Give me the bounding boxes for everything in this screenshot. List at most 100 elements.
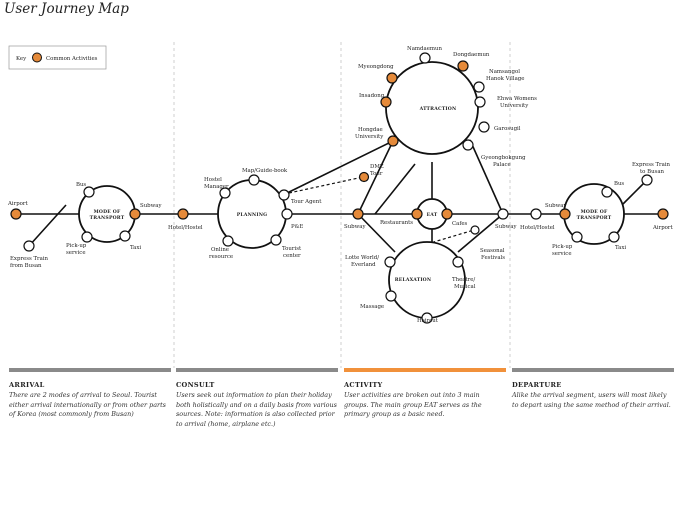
key-swatch-icon [32, 52, 42, 63]
label-hongdae-2: University [355, 134, 384, 140]
hub-eat-title: EAT [427, 212, 438, 218]
label-bus-arrival: Bus [76, 182, 86, 188]
label-express-to-busan-2: to Busan [640, 169, 665, 175]
label-express-from-busan-2: from Busan [10, 263, 42, 269]
node-hotel-arrival [177, 208, 189, 220]
label-taxi-arrival: Taxi [130, 245, 141, 251]
label-subway-activity-2: Subway [495, 224, 517, 230]
section-bar-active [344, 368, 506, 372]
key-box [8, 45, 107, 70]
label-gyeongbok-1: Gyeongbokgung [481, 155, 526, 161]
label-namdaemun: Namdaemun [407, 46, 442, 52]
node-haircut [421, 312, 433, 324]
node-ewha [474, 96, 486, 108]
section-activity: ACTIVITY User activities are broken out … [344, 368, 506, 420]
section-heading: ARRIVAL [9, 381, 45, 389]
node-garosugil [478, 121, 490, 133]
node-bus-arrival [83, 186, 95, 198]
section-bar [176, 368, 338, 372]
express-branch-2 [621, 179, 648, 206]
node-festivals [470, 225, 480, 235]
node-theatre [452, 256, 464, 268]
link-subway-hongdae [357, 140, 394, 215]
node-namsangol [473, 81, 485, 93]
label-hostel-manager-1: Hostel [204, 177, 222, 183]
section-description: Users seek out information to plan their… [176, 391, 337, 428]
section-heading: CONSULT [176, 381, 215, 389]
label-taxi-departure: Taxi [615, 245, 626, 251]
key-entry: Common Activities [46, 56, 98, 62]
label-hostel-manager-2: Manager [204, 184, 229, 190]
label-cafes: Cafes [452, 221, 468, 227]
hub-mode-title-2a: MODE OF [581, 209, 608, 215]
section-description: There are 2 modes of arrival to Seoul. T… [9, 391, 166, 419]
label-tourist-center-2: center [283, 253, 301, 259]
section-description: Alike the arrival segment, users will mo… [512, 391, 671, 409]
node-namdaemun [419, 52, 431, 64]
label-dongdaemun: Dongdaemun [453, 52, 490, 58]
label-tourist-center-1: Tourist [282, 246, 302, 252]
node-subway-departure [559, 208, 571, 220]
label-festivals-2: Festivals [481, 255, 505, 261]
link-festivals-dashed [426, 229, 475, 245]
hub-mode-title-2b: TRANSPORT [577, 215, 612, 221]
section-heading: ACTIVITY [344, 381, 383, 389]
node-subway-activity-2 [497, 208, 509, 220]
page-title: User Journey Map [4, 1, 129, 17]
section-bar [9, 368, 171, 372]
node-airport-arrival [10, 208, 22, 220]
label-pickup-departure-1: Pick-up [552, 244, 573, 250]
node-pe [281, 208, 293, 220]
label-bus-departure: Bus [614, 181, 624, 187]
node-insadong [380, 96, 392, 108]
node-restaurants [411, 208, 423, 220]
link-dmz-dashed [288, 176, 364, 194]
node-hostel-manager [219, 187, 231, 199]
label-hotel-departure: Hotel/Hostel [520, 225, 555, 231]
label-airport-departure: Airport [652, 225, 673, 231]
label-dmz-2: Tour [370, 171, 383, 177]
label-namsangol-1: Namsangol [489, 69, 520, 75]
hub-relaxation-title: RELAXATION [395, 277, 432, 283]
label-festivals-1: Seasonal [480, 248, 505, 254]
link-attraction-subway [469, 139, 504, 215]
label-myeongdong: Myeongdong [358, 64, 394, 70]
label-subway-arrival: Subway [140, 203, 162, 209]
node-myeongdong [386, 72, 398, 84]
express-branch-1 [28, 204, 67, 247]
node-express-from-busan [23, 240, 35, 252]
node-tourist-center [270, 234, 282, 246]
hub-planning-title: PLANNING [237, 212, 268, 218]
node-massage [385, 290, 397, 302]
hub-mode-title-1a: MODE OF [94, 209, 121, 215]
node-lotte [384, 256, 396, 268]
label-lotte-1: Lotte World/ [345, 255, 379, 261]
node-pickup-arrival [81, 231, 93, 243]
section-arrival: ARRIVAL There are 2 modes of arrival to … [9, 368, 171, 420]
label-massage: Massage [360, 304, 384, 310]
label-express-from-busan-1: Express Train [10, 256, 49, 262]
label-haircut: Haircut [417, 318, 439, 324]
section-description: User activities are broken out into 3 ma… [344, 391, 482, 419]
label-garosugil: Garosugil [494, 126, 521, 132]
node-express-to-busan [641, 174, 653, 186]
label-online-2: resource [209, 254, 233, 260]
label-gyeongbok-2: Palace [493, 162, 511, 168]
label-mapguide: Map/Guide-book [242, 168, 288, 174]
label-pickup-departure-2: service [552, 251, 572, 257]
node-online [222, 235, 234, 247]
label-lotte-2: Everland [351, 262, 376, 268]
link-eat-attraction-left [374, 163, 416, 215]
section-heading: DEPARTURE [512, 381, 562, 389]
label-hongdae-1: Hongdae [358, 127, 383, 133]
node-mapguide [248, 174, 260, 186]
link-relax-subway [457, 213, 504, 253]
label-express-to-busan-1: Express Train [632, 162, 671, 168]
label-ewha-1: Ehwa Womens [497, 96, 537, 102]
label-tour-agent: Tour Agent [291, 199, 322, 205]
label-namsangol-2: Hanok Village [486, 76, 524, 82]
hub-attraction-title: ATTRACTION [419, 106, 457, 112]
section-departure: DEPARTURE Alike the arrival segment, use… [512, 368, 674, 410]
label-theatre-1: Theatre/ [452, 277, 475, 283]
